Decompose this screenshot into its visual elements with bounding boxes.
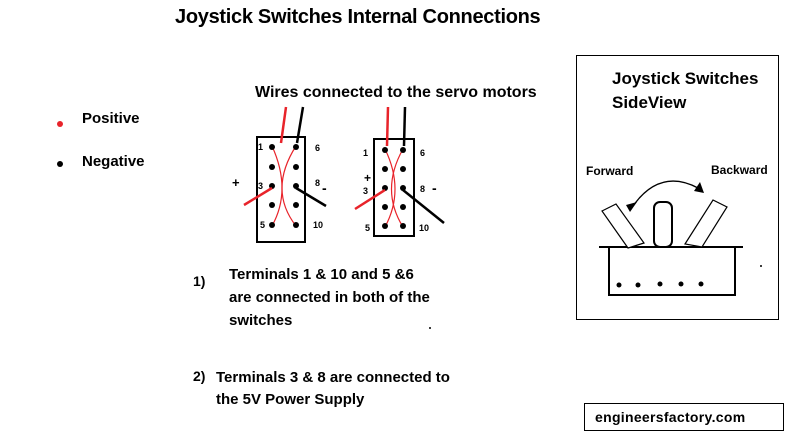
switch-right-positive-wire	[385, 106, 390, 147]
motion-arrow	[632, 180, 699, 207]
motion-arrow-head-left	[626, 202, 637, 212]
switch-left-t6: 6	[315, 143, 320, 153]
switch-right-t8: 8	[420, 184, 425, 194]
switch-right-plus: +	[364, 171, 371, 185]
switch-left-plus-supply	[243, 186, 273, 207]
lever-backward-position	[684, 199, 728, 248]
note-2-line-2: the 5V Power Supply	[216, 391, 365, 408]
note-2-number: 2)	[193, 368, 206, 384]
switch-right-body	[373, 138, 415, 237]
brand-box	[584, 403, 784, 431]
diagram-title: Joystick Switches Internal Connections	[175, 6, 541, 28]
side-view-drawing	[429, 180, 762, 329]
switch-right-t6: 6	[420, 148, 425, 158]
switch-right-t10: 10	[419, 223, 429, 233]
switch-right-t3: 3	[363, 186, 368, 196]
switch-left-t1: 1	[258, 142, 263, 152]
note-1-line-3: switches	[229, 312, 293, 329]
switch-left-minus-supply	[295, 186, 327, 208]
switch-right-t5: 5	[365, 223, 370, 233]
switch-left-plus: +	[232, 175, 240, 190]
note-2-line-1: Terminals 3 & 8 are connected to	[216, 369, 450, 386]
side-view-panel	[576, 55, 779, 320]
side-view-pins	[616, 281, 704, 288]
side-view-title-line-2: SideView	[612, 93, 687, 112]
negative-dot-icon	[57, 161, 63, 167]
switch-left-t3: 3	[258, 181, 263, 191]
positive-dot-icon	[57, 121, 63, 127]
switch-right-plus-supply	[354, 188, 386, 211]
switch-right	[354, 106, 445, 237]
switch-left-negative-wire	[295, 106, 305, 144]
switch-right-t1: 1	[363, 148, 368, 158]
forward-label: Forward	[586, 164, 634, 178]
wires-label: Wires connected to the servo motors	[255, 84, 537, 101]
switch-left-pins	[269, 144, 299, 228]
negative-legend-label: Negative	[82, 153, 145, 170]
switch-left-t10: 10	[313, 220, 323, 230]
note-1-line-1: Terminals 1 & 10 and 5 &6	[229, 266, 414, 283]
switch-right-pins	[382, 147, 406, 229]
switch-left-t5: 5	[260, 220, 265, 230]
note-1-number: 1)	[193, 273, 206, 289]
switch-left-minus: -	[322, 180, 327, 196]
motion-arrow-head-right	[694, 182, 704, 193]
brand-label: engineersfactory.com	[595, 409, 746, 425]
switch-right-minus-supply	[402, 189, 445, 224]
side-view-title-line-1: Joystick Switches	[612, 69, 759, 88]
backward-label: Backward	[711, 163, 768, 177]
lever-forward-position	[601, 203, 645, 249]
note-1-line-2: are connected in both of the	[229, 289, 430, 306]
switch-right-negative-wire	[402, 106, 407, 147]
switch-left-positive-wire	[279, 106, 288, 144]
switch-left	[243, 106, 327, 243]
switch-left-t8: 8	[315, 178, 320, 188]
positive-legend-label: Positive	[82, 110, 140, 127]
switch-right-minus: -	[432, 180, 437, 196]
joystick-lever	[653, 201, 673, 248]
